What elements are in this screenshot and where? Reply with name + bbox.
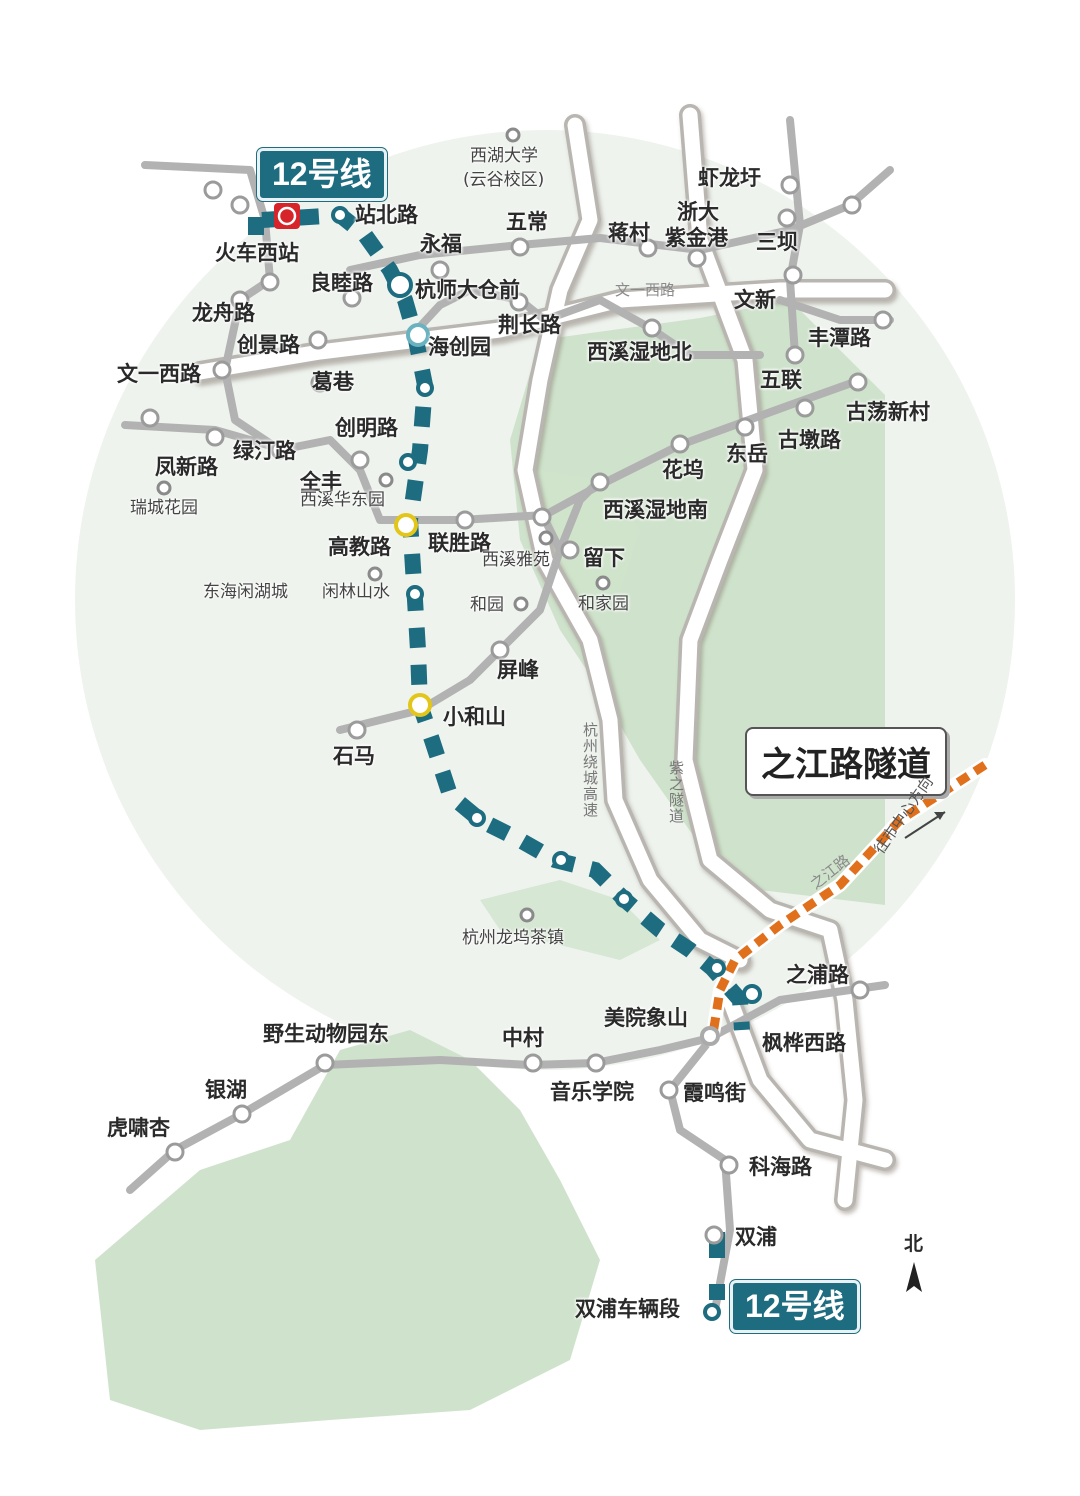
road-label-wenyi-west: 文一西路 [117, 362, 201, 386]
place-pins [156, 127, 611, 923]
place-huxiaoxing: 虎啸杏 [107, 1116, 170, 1140]
station-xiaoheshan: 小和山 [443, 705, 506, 729]
place-gudangxincun: 古荡新村 [846, 400, 930, 424]
place-xialongyu: 虾龙圩 [698, 166, 761, 190]
station-gaojiaolu: 高教路 [328, 535, 391, 559]
north-label: 北 [904, 1233, 924, 1255]
north-arrow-icon [906, 1262, 922, 1292]
place-gudunlu: 古墩路 [778, 428, 841, 452]
station-shuangpuchelianduan: 双浦车辆段 [575, 1297, 680, 1321]
place-huawu: 花坞 [662, 458, 704, 482]
line-upper-west [141, 161, 864, 524]
place-yinyuexueyuan: 音乐学院 [550, 1080, 634, 1104]
place-xixi-north: 西溪湿地北 [587, 340, 692, 364]
place-pingfeng: 屏峰 [497, 658, 539, 682]
zhijiang-tunnel-dashes [707, 761, 988, 1041]
place-lvtinglu: 绿汀路 [233, 439, 296, 463]
place-hejiayuan: 和家园 [578, 594, 629, 614]
place-yinhu: 银湖 [205, 1078, 247, 1102]
place-longwu-tea: 杭州龙坞茶镇 [462, 928, 564, 948]
place-jiangcun: 蒋村 [608, 221, 650, 245]
place-wulian: 五联 [760, 368, 802, 392]
place-zheda: 浙大 [677, 200, 719, 224]
station-haichuangyuan: 海创园 [428, 335, 491, 359]
place-donghai: 东海闲湖城 [203, 582, 288, 602]
place-yongfu: 永福 [420, 232, 462, 256]
station-zhipulu: 之浦路 [786, 963, 849, 987]
place-chuangjinglu: 创景路 [237, 333, 300, 357]
line-haichuang-branch [411, 286, 764, 359]
place-yeshengdongwuyuan: 野生动物园东 [263, 1022, 389, 1046]
place-wuchang: 五常 [506, 210, 548, 234]
line-vertical-east [786, 116, 804, 359]
place-xixi-south: 西溪湿地南 [603, 498, 708, 522]
place-sanba: 三坝 [756, 230, 798, 254]
line-south [666, 1036, 734, 1314]
station-zhanbeilu: 站北路 [355, 203, 418, 227]
line-wenxin [776, 296, 894, 324]
place-wenxin: 文新 [734, 288, 776, 312]
station-kehailu: 科海路 [749, 1155, 812, 1179]
place-zijingang: 紫金港 [665, 226, 728, 250]
line12-stations [331, 206, 762, 1321]
place-xianlin: 闲林山水 [322, 582, 390, 602]
station-chuangminglu: 创明路 [335, 416, 398, 440]
line12-badge-bottom: 12号线 [730, 1280, 860, 1334]
place-jingchanglu: 荆长路 [498, 313, 561, 337]
place-shima: 石马 [333, 744, 375, 768]
interchange-stations [387, 272, 720, 1046]
station-lianshenglu: 联胜路 [428, 531, 491, 555]
place-dongyue: 东岳 [726, 442, 768, 466]
station-xiamingjie: 霞鸣街 [683, 1081, 746, 1105]
station-meiyuanxiangshan: 美院象山 [604, 1006, 688, 1030]
place-xixiyayuan: 西溪雅苑 [482, 550, 550, 570]
place-heyuan: 和园 [470, 595, 504, 615]
place-liuxia: 留下 [583, 546, 625, 570]
direction-arrowhead [934, 812, 945, 820]
place-fengtanlu: 丰潭路 [808, 326, 871, 350]
place-xixihuadong: 西溪华东园 [300, 490, 385, 510]
station-liangmulu: 良睦路 [310, 271, 373, 295]
station-dots [140, 175, 893, 1245]
place-ruicheng: 瑞城花园 [130, 498, 198, 518]
line12-badge-top: 12号线 [257, 148, 387, 202]
place-quanfeng: 全丰 [300, 470, 342, 494]
road-label-zizhi: 紫之隧道 [667, 760, 685, 824]
place-fengxinlu: 凤新路 [155, 455, 218, 479]
place-xihu-univ-campus: (云谷校区) [463, 170, 545, 190]
station-hangshidacangqian: 杭师大仓前 [415, 278, 520, 302]
station-fenghuaxilu: 枫桦西路 [762, 1031, 846, 1055]
station-shuangpu: 双浦 [735, 1225, 777, 1249]
place-gexiang: 葛巷 [312, 370, 354, 394]
place-longzhoulu: 龙舟路 [192, 301, 255, 325]
road-label-wenyi-east: 文一西路 [615, 281, 676, 299]
place-zhongcun: 中村 [502, 1026, 544, 1050]
station-huochexizhan: 火车西站 [215, 241, 299, 265]
green-patch-south [95, 1030, 600, 1430]
place-xihu-univ: 西湖大学 [470, 146, 538, 166]
road-label-raocheng: 杭州绕城高速 [581, 722, 599, 818]
tunnel-callout: 之江路隧道 [745, 727, 947, 796]
